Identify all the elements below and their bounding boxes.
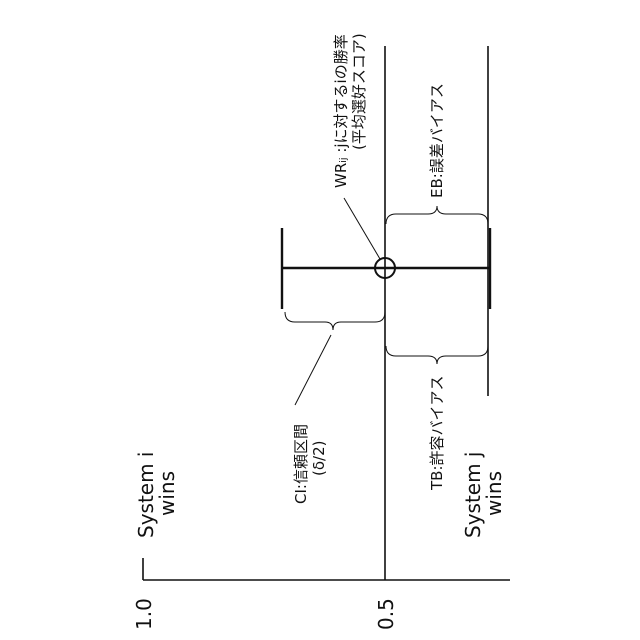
wr-sub-label: (平均選好スコア) — [350, 33, 368, 150]
wr-leader-line — [344, 198, 380, 259]
tick-label-0-5: 0.5 — [374, 598, 398, 630]
wr-label: WRᵢⱼ :jに対するiの勝率 — [332, 34, 350, 188]
ci-leader-line — [295, 335, 331, 405]
tick-label-1-0: 1.0 — [132, 598, 156, 630]
ci-sub-label: (δ/2) — [310, 441, 328, 476]
eb-label: EB:誤差バイアス — [428, 83, 446, 198]
tb-brace — [386, 346, 488, 364]
tb-label: TB:許容バイアス — [428, 375, 446, 491]
ci-label: CI:信頼区間 — [292, 424, 310, 504]
system-i-wins-label: wins — [155, 471, 179, 516]
eb-brace — [386, 206, 488, 224]
ci-brace — [285, 312, 385, 330]
system-j-wins-label: wins — [482, 471, 506, 516]
